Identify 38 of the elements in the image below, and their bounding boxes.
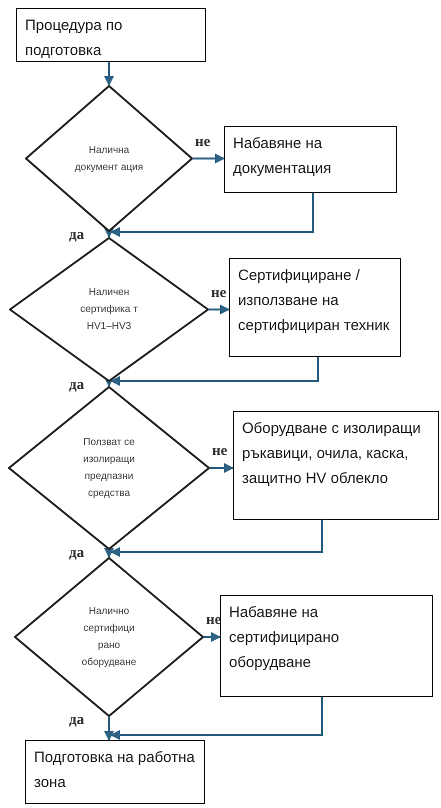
process-text: Процедура по подготовка xyxy=(25,16,124,61)
arrow xyxy=(110,357,319,386)
decision-diamond xyxy=(25,85,193,232)
edge-label: да xyxy=(69,228,84,243)
arrow xyxy=(104,62,114,86)
arrow xyxy=(104,228,114,238)
arrow xyxy=(104,548,114,558)
edge-label: да xyxy=(69,378,84,393)
arrow xyxy=(110,520,323,557)
process-box xyxy=(220,595,433,697)
process-text: Набавяне на сертифицирано оборудване xyxy=(229,603,340,673)
process-box xyxy=(229,258,401,357)
process-text: Набавяне на документация xyxy=(233,134,332,179)
process-text: Подготовка на работна зона xyxy=(34,748,196,793)
arrow xyxy=(193,154,225,164)
edge-label: да xyxy=(69,546,84,561)
process-box xyxy=(233,411,439,520)
arrow xyxy=(104,377,114,387)
arrow xyxy=(110,697,323,740)
process-box xyxy=(224,126,397,193)
edge-label: не xyxy=(211,286,226,300)
decision-text: Налично сертифици рано оборудване xyxy=(80,605,138,670)
process-text: Сертифициране / използване на сертифициран техник xyxy=(238,266,390,336)
decision-text: Налична документ ация xyxy=(74,144,144,174)
process-box xyxy=(25,740,205,804)
process-box xyxy=(16,8,206,62)
edge-label: не xyxy=(195,134,210,150)
edge-label: не xyxy=(206,613,222,628)
process-text: Оборудване с изолиращи ръкавици, очила, каска, защитно HV облекло xyxy=(242,419,422,489)
arrow xyxy=(210,463,234,473)
arrow xyxy=(110,193,314,237)
decision-text: Наличен сертифика т HV1–HV3 xyxy=(79,286,139,334)
edge-label: не xyxy=(212,444,228,459)
arrow xyxy=(209,304,230,314)
arrow xyxy=(204,632,221,642)
decision-text: Ползват се изолиращи предпазни средства xyxy=(82,436,136,501)
arrow xyxy=(104,717,114,741)
edge-label: да xyxy=(69,713,84,728)
